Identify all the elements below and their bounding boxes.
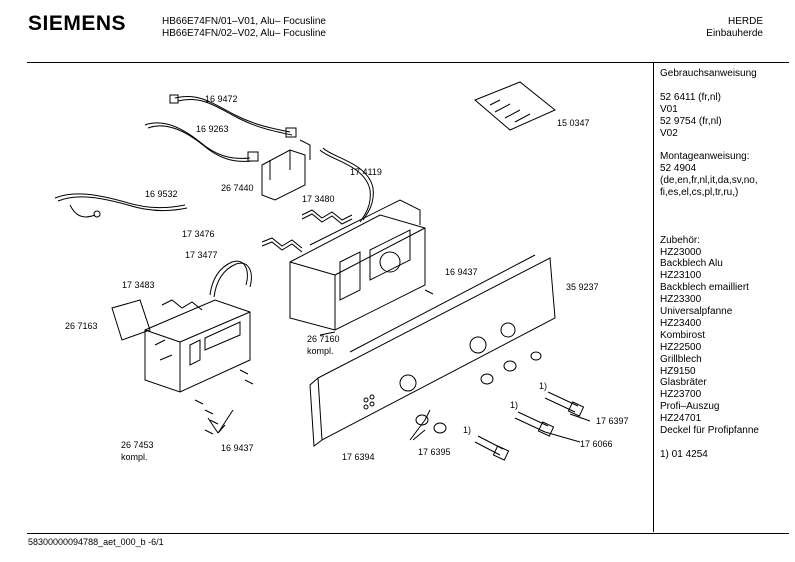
sidebar-line: Kombirost [660, 329, 706, 341]
module-267160 [289, 214, 426, 331]
sidebar-line: Profi–Auszug [660, 401, 720, 413]
front-panel-359237 [317, 257, 556, 441]
brand-logo: SIEMENS [28, 12, 127, 35]
module-267453 [144, 299, 251, 393]
part-label-173477: 17 3477 [185, 250, 218, 260]
sidebar-line: HZ22500 [660, 341, 702, 353]
part-label-kompl-1: kompl. [307, 346, 334, 356]
cable-173476 [261, 237, 303, 249]
sidebar-line: HZ23400 [660, 317, 702, 329]
sidebar-line: V01 [660, 103, 678, 115]
part-label-359237: 35 9237 [566, 282, 599, 292]
note-marker-2: 1) [510, 400, 519, 410]
sidebar-line: Backblech Alu [660, 258, 723, 270]
part-label-173480: 17 3480 [302, 194, 335, 204]
part-label-173476: 17 3476 [182, 229, 215, 239]
sidebar-line: HZ23000 [660, 246, 702, 258]
category-title: HERDE [727, 16, 763, 27]
part-label-169437-b: 16 9437 [221, 443, 254, 453]
sidebar-spacer [660, 80, 759, 92]
rod-176397 [544, 391, 579, 413]
sidebar-line: HZ23100 [660, 270, 702, 282]
note-marker-1: 1) [539, 381, 548, 391]
sidebar-spacer [660, 223, 759, 235]
bracket-267440 [261, 149, 306, 201]
document-id: 58300000094788_aet_000_b -6/1 [28, 537, 164, 547]
part-label-267440: 26 7440 [221, 183, 254, 193]
sidebar-line: Backblech emailliert [660, 282, 749, 294]
sidebar-line: Gebrauchsanweisung [660, 68, 757, 79]
cable-169472 [174, 96, 291, 133]
part-label-176394: 17 6394 [342, 452, 375, 462]
cable-173477 [209, 260, 248, 296]
part-label-169263: 16 9263 [196, 124, 229, 134]
sidebar-line: V02 [660, 127, 678, 139]
part-label-176397: 17 6397 [596, 416, 629, 426]
sidebar-line: Grillblech [660, 353, 702, 365]
diagram-frame [27, 62, 789, 534]
part-label-173483: 17 3483 [122, 280, 155, 290]
rod-176066 [514, 411, 549, 433]
part-label-267453: 26 7453 [121, 440, 154, 450]
part-label-267163: 26 7163 [65, 321, 98, 331]
sidebar-line: 1) 01 4254 [660, 448, 708, 460]
rod-176394 [474, 435, 504, 456]
part-label-169472: 16 9472 [205, 94, 238, 104]
part-label-169437-a: 16 9437 [445, 267, 478, 277]
part-label-176066: 17 6066 [580, 439, 613, 449]
sidebar-spacer [660, 139, 759, 151]
sidebar-line: Glasbräter [660, 377, 707, 389]
note-marker-3: 1) [463, 425, 472, 435]
sidebar-line: (de,en,fr,nl,it,da,sv,no, [660, 175, 758, 187]
part-label-169532: 16 9532 [145, 189, 178, 199]
sidebar-line: HZ24701 [660, 413, 702, 425]
sidebar-spacer [660, 199, 759, 211]
sidebar-line: Universalpfanne [660, 306, 733, 318]
sidebar-line: fi,es,el,cs,pl,tr,ru,) [660, 187, 739, 199]
board-267163 [111, 299, 151, 341]
part-label-176395: 17 6395 [418, 447, 451, 457]
sidebar-line: HZ9150 [660, 365, 696, 377]
sidebar-spacer [660, 437, 759, 449]
sidebar-line: 52 9754 (fr,nl) [660, 115, 722, 127]
sidebar-divider [653, 62, 654, 532]
sidebar-line: HZ23300 [660, 294, 702, 306]
sidebar-spacer [660, 211, 759, 223]
sidebar-line: Zubehör: [660, 234, 701, 246]
cable-169263 [144, 122, 251, 159]
sidebar-line: HZ23700 [660, 389, 702, 401]
sidebar-line: 52 4904 [660, 163, 697, 175]
cable-173480 [301, 209, 353, 221]
bag-150347 [474, 81, 556, 131]
cable-169532 [54, 193, 186, 209]
sidebar-line: Deckel für Profipfanne [660, 425, 759, 437]
sidebar-line: 52 6411 (fr,nl) [660, 91, 721, 103]
cable-174119 [319, 149, 371, 223]
part-label-150347: 15 0347 [557, 118, 590, 128]
category-subtitle: Einbauherde [706, 28, 763, 39]
model-line-2: HB66E74FN/02–V02, Alu– Focusline [162, 28, 326, 39]
part-label-174119: 17 4119 [350, 167, 382, 177]
part-label-kompl-2: kompl. [121, 452, 148, 462]
sidebar-line: Montageanweisung: [660, 151, 750, 163]
cable-173483 [161, 299, 203, 311]
model-line-1: HB66E74FN/01–V01, Alu– Focusline [162, 16, 326, 27]
part-label-267160: 26 7160 [307, 334, 340, 344]
